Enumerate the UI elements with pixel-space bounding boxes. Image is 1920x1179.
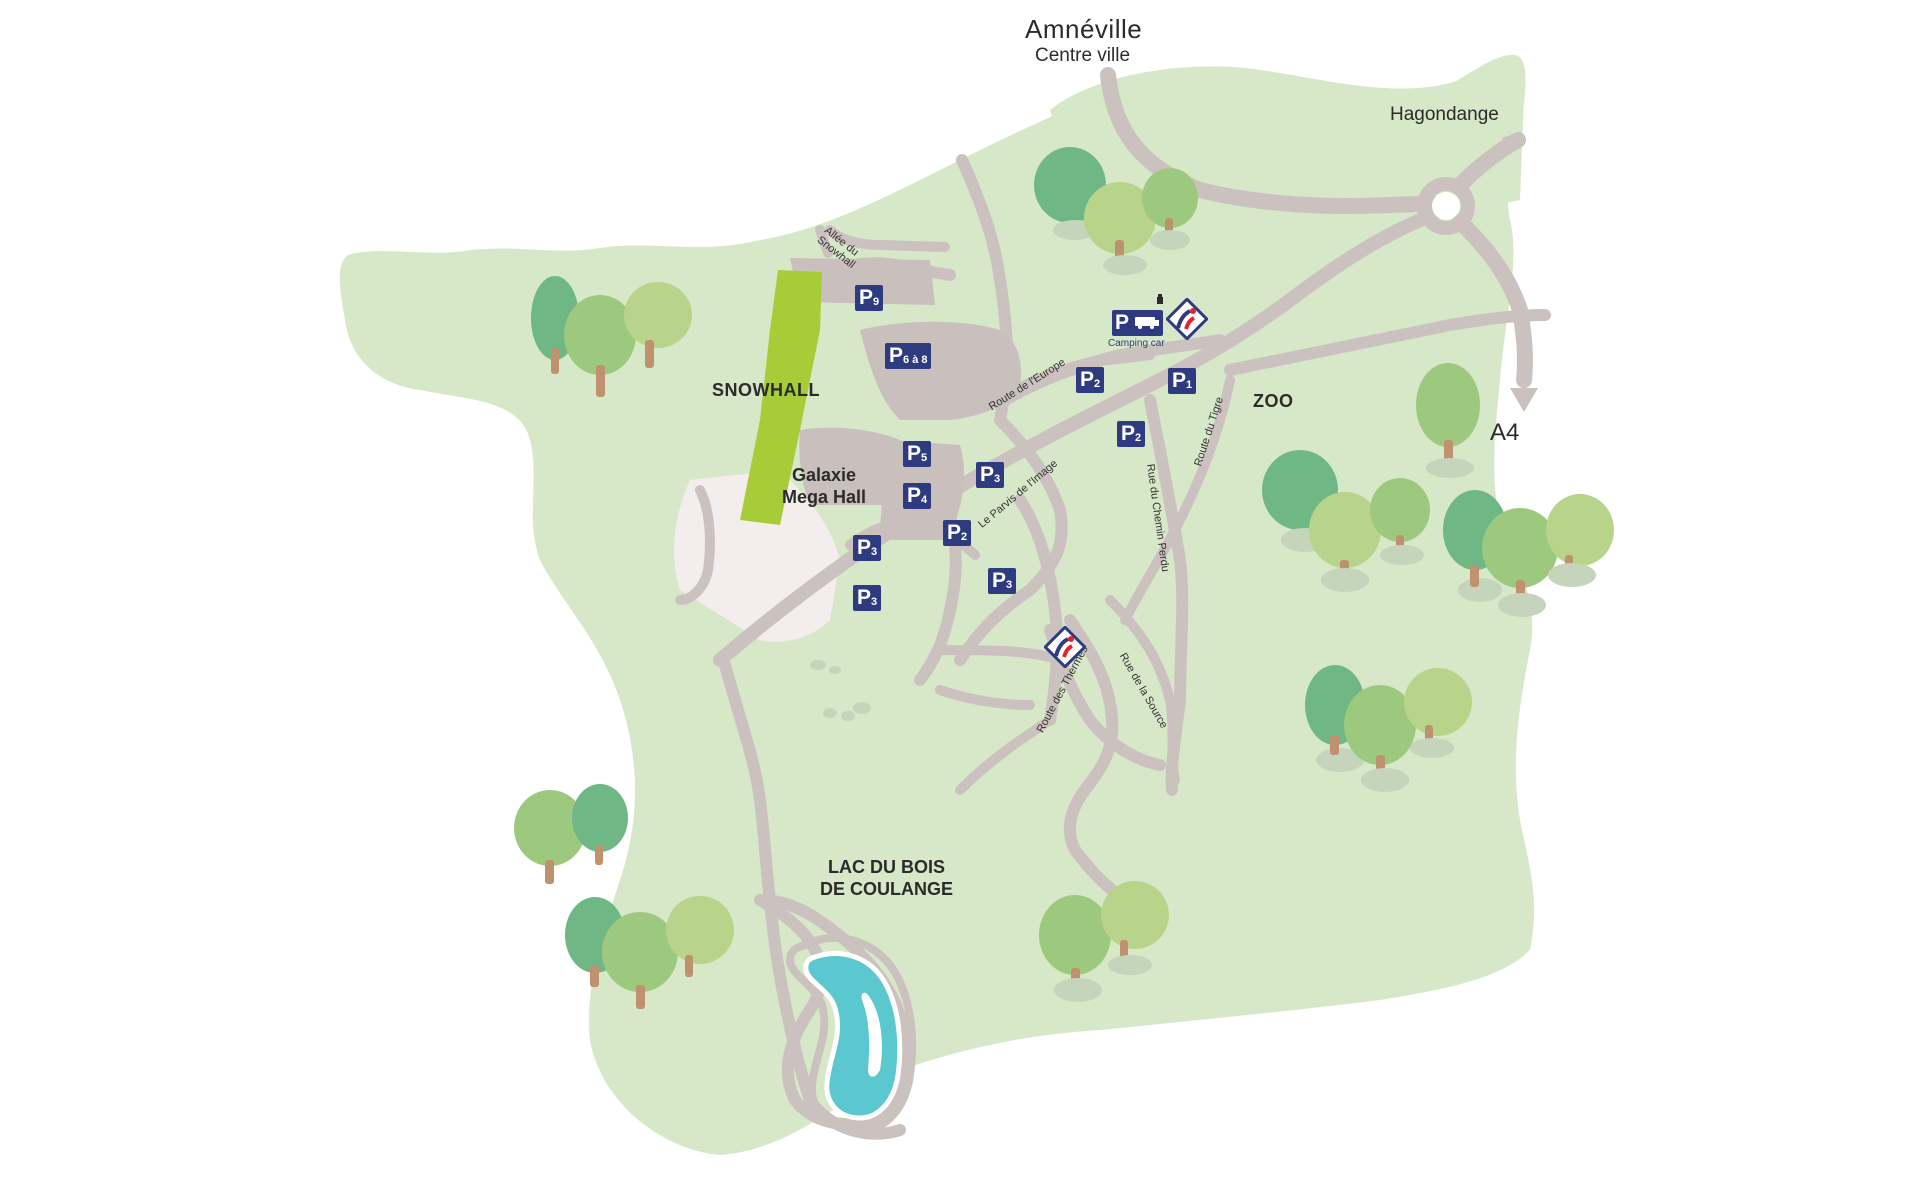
tree-cluster-w — [514, 784, 628, 884]
parking-letter: P — [1080, 368, 1095, 391]
parking-p2-a[interactable]: P2 — [943, 520, 972, 546]
tree-e1 — [1416, 363, 1480, 478]
park-ground — [339, 54, 1535, 1156]
parking-p4[interactable]: P4 — [903, 483, 932, 509]
parking-number: 3 — [1006, 579, 1013, 591]
parking-letter: P — [1121, 422, 1136, 445]
parking-number: 3 — [871, 546, 878, 558]
tourist-info-icon[interactable] — [1166, 298, 1208, 340]
camper-van-icon — [1135, 317, 1160, 329]
road-network — [675, 67, 1551, 1140]
parking-letter: P — [947, 521, 962, 544]
zoo-label: ZOO — [1253, 391, 1294, 411]
parking-camping-car[interactable]: P — [1112, 310, 1164, 336]
lac-label: LAC DU BOIS DE COULANGE — [820, 857, 954, 899]
parking-p3-c[interactable]: P3 — [853, 585, 882, 611]
parking-letter: P — [889, 344, 904, 367]
parking-number: 2 — [1094, 378, 1101, 390]
parking-letter: P — [992, 569, 1007, 592]
arrow-hagondange-icon — [1502, 132, 1520, 150]
tree-cluster-nw — [531, 276, 692, 397]
snowhall-slope — [740, 270, 822, 525]
parking-p6-8[interactable]: P6 à 8 — [885, 343, 932, 369]
parking-number: 9 — [873, 296, 880, 308]
parking-p2-b[interactable]: P2 — [1076, 367, 1105, 393]
roundabout — [1417, 177, 1475, 235]
parking-number: 6 à 8 — [903, 354, 928, 366]
small-pond-shapes — [810, 660, 871, 721]
city-label: Amnéville — [1025, 14, 1143, 44]
city-sub-label: Centre ville — [1035, 45, 1131, 66]
camping-car-caption: Camping car — [1108, 338, 1165, 349]
parking-letter: P — [859, 286, 874, 309]
lake-bois-de-coulange — [803, 951, 903, 1121]
parking-letter: P — [857, 586, 872, 609]
parking-number: 2 — [961, 531, 968, 543]
parking-p3-a[interactable]: P3 — [976, 462, 1005, 488]
hagondange-label: Hagondange — [1390, 104, 1499, 125]
tree-cluster-e3 — [1443, 490, 1614, 617]
trees — [514, 147, 1614, 1009]
arrow-a4-icon — [1510, 388, 1538, 412]
parking-number: 4 — [921, 494, 928, 506]
parking-number: 3 — [871, 596, 878, 608]
parking-number: 3 — [994, 473, 1001, 485]
parking-number: 2 — [1135, 432, 1142, 444]
parking-p1[interactable]: P1 — [1168, 368, 1197, 394]
parking-number: 1 — [1186, 379, 1193, 391]
parking-letter: P — [907, 484, 922, 507]
parking-letter: P — [907, 442, 922, 465]
galaxie-label: Galaxie Mega Hall — [782, 465, 867, 507]
tree-cluster-s — [1039, 881, 1169, 1002]
lake-path — [785, 934, 917, 1135]
a4-label: A4 — [1490, 419, 1520, 446]
tree-cluster-e2 — [1262, 450, 1430, 592]
tourist-info-icon[interactable] — [1044, 626, 1086, 668]
snowhall-label: SNOWHALL — [712, 380, 820, 400]
parking-letter: P — [980, 463, 995, 486]
parking-letter: P — [1115, 311, 1129, 334]
parking-p3-d[interactable]: P3 — [988, 568, 1017, 594]
parking-letter: P — [1172, 369, 1187, 392]
parking-p3-b[interactable]: P3 — [853, 535, 882, 561]
tree-cluster-sw — [565, 896, 734, 1009]
tree-cluster-se — [1305, 665, 1472, 792]
parking-p5[interactable]: P5 — [903, 441, 932, 467]
tree-cluster-n — [1034, 147, 1198, 275]
small-figure-icon — [1157, 294, 1163, 304]
parking-p9[interactable]: P9 — [855, 285, 884, 311]
parking-letter: P — [857, 536, 872, 559]
parking-number: 5 — [921, 452, 928, 464]
parking-p2-c[interactable]: P2 — [1117, 421, 1146, 447]
